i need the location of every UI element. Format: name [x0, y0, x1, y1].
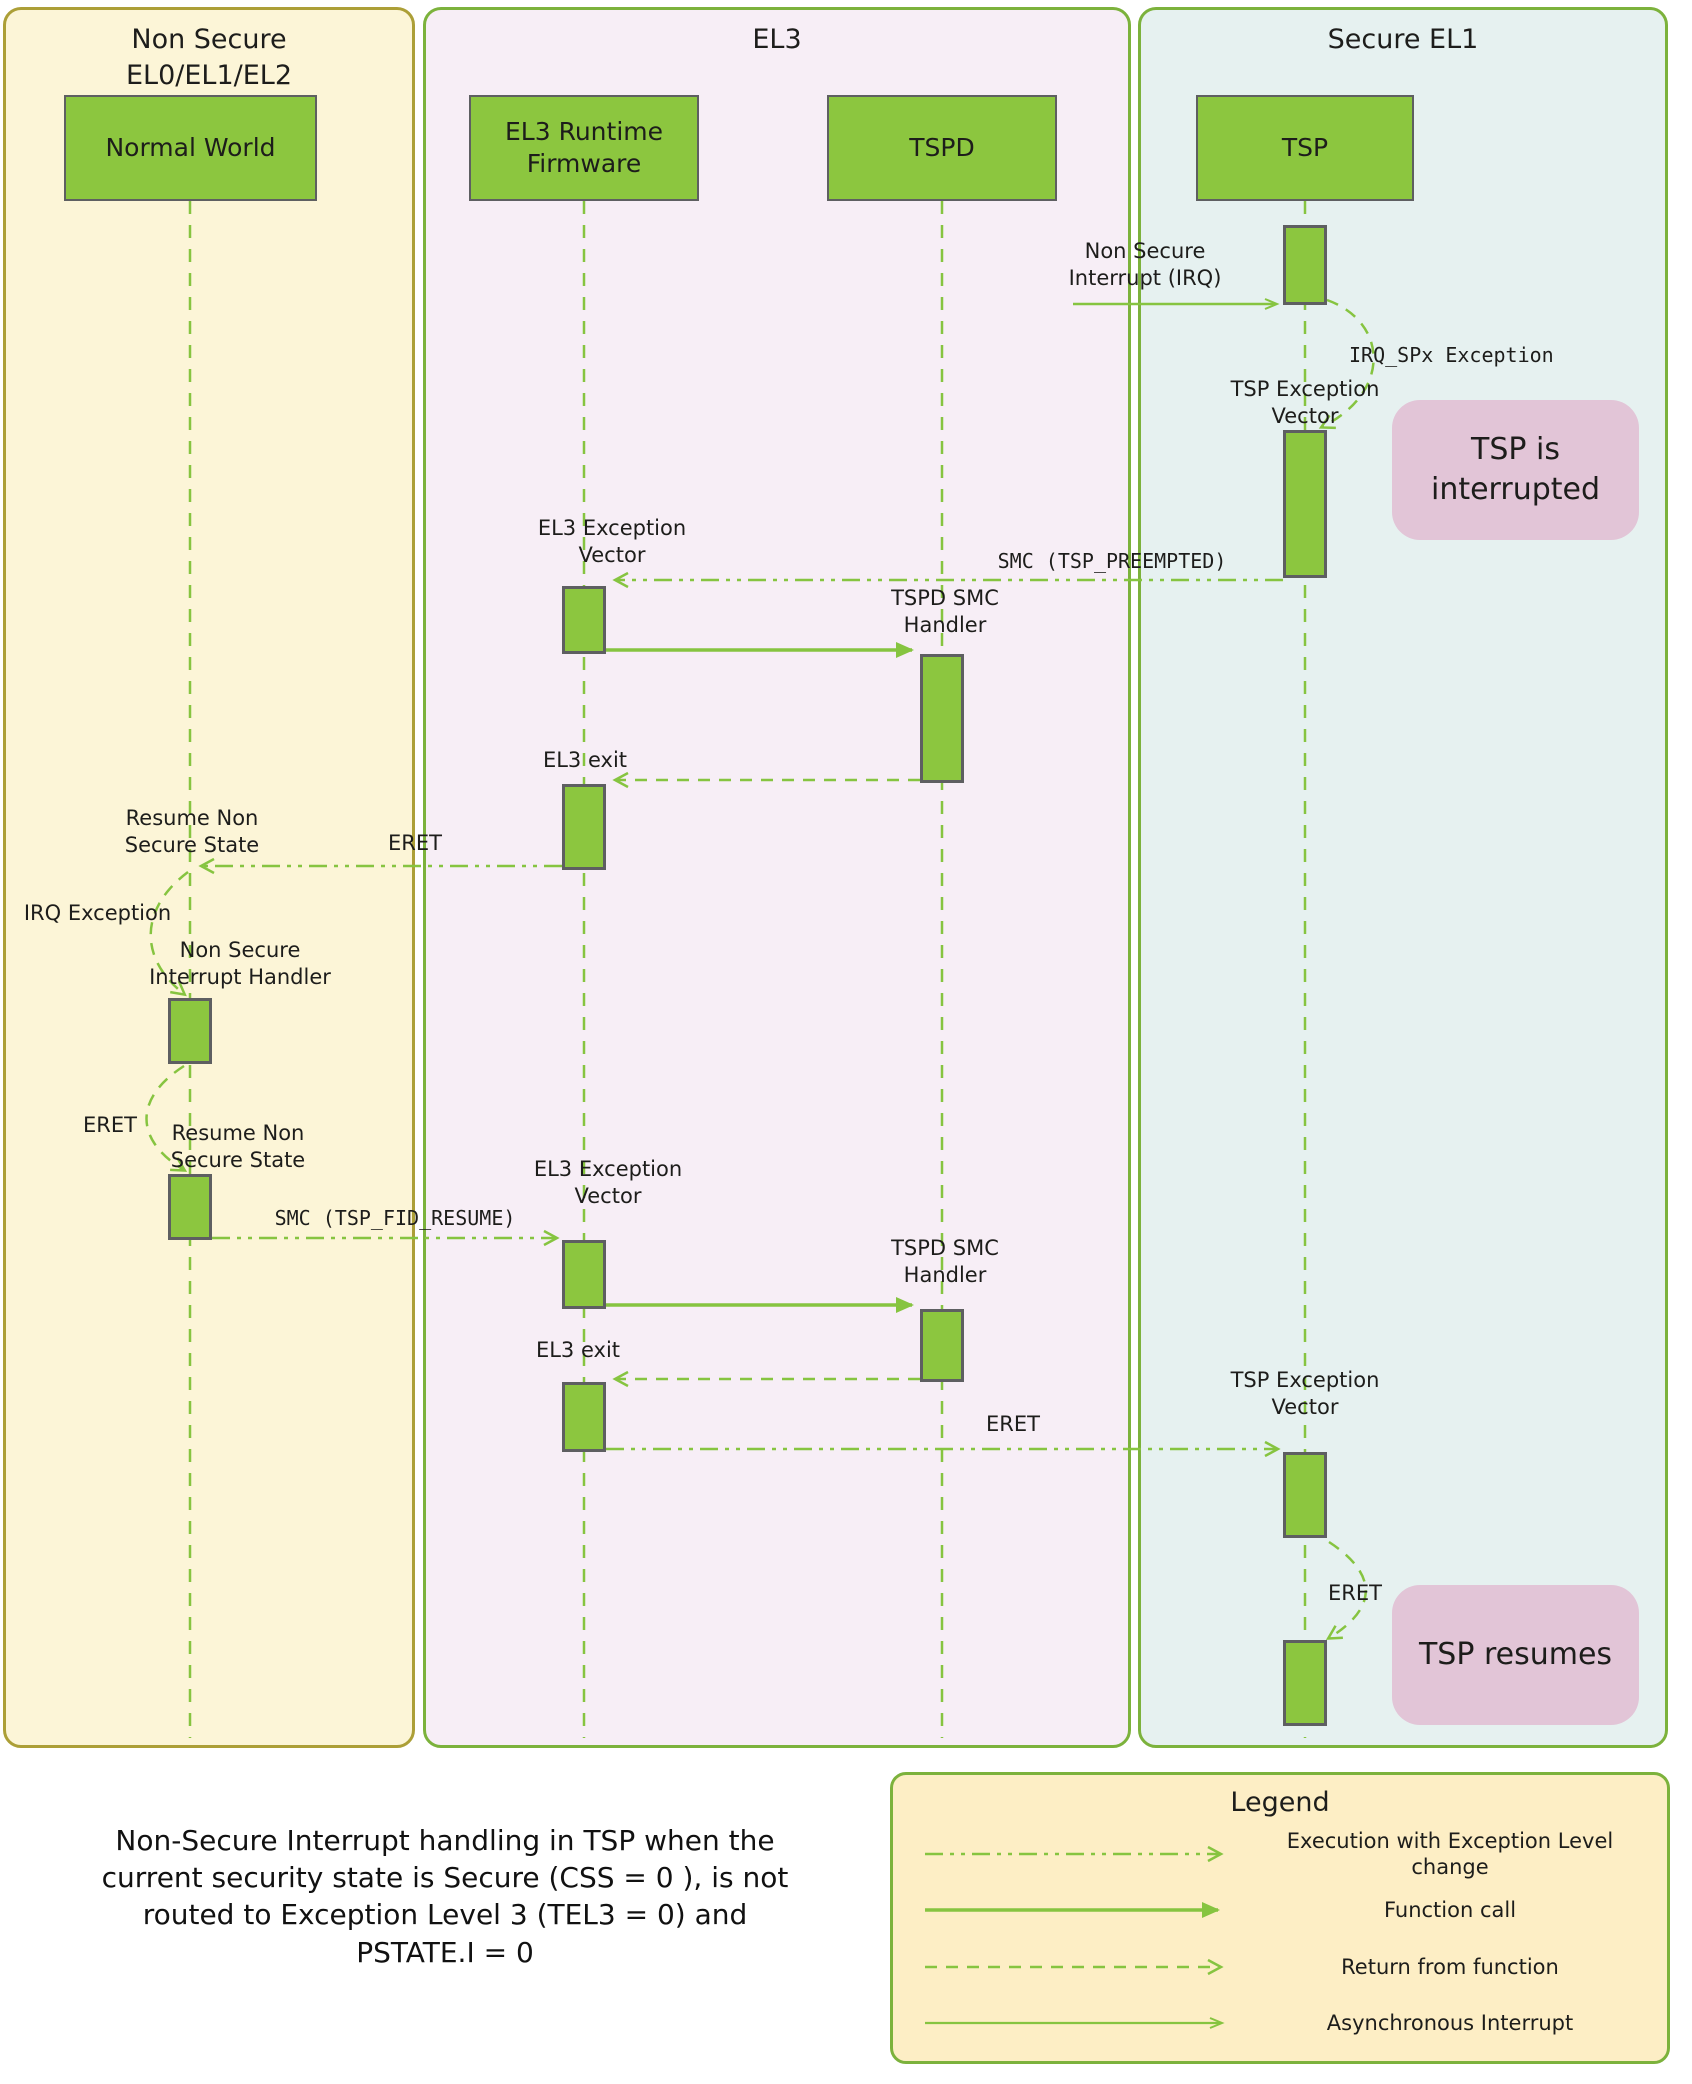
participant-tspd: TSPD	[827, 95, 1057, 201]
activation-tsp-exception-vector-1	[1283, 430, 1327, 578]
activation-tspd-smc-handler-2	[920, 1309, 964, 1382]
annotation-tsp-is-interrupted: TSP is interrupted	[1392, 400, 1639, 540]
label-tspd-smc-handler-1: TSPD SMC Handler	[891, 586, 999, 638]
thin-arrow-icon	[925, 2016, 1225, 2029]
label-tspd-smc-handler-2: TSPD SMC Handler	[891, 1236, 999, 1288]
lane-secure-el1-title: Secure EL1	[1327, 24, 1479, 55]
label-el3-exit-1: EL3 exit	[542, 748, 628, 772]
label-irq-exception: IRQ Exception	[23, 901, 172, 925]
diagram-caption: Non-Secure Interrupt handling in TSP whe…	[101, 1824, 789, 1969]
dashed-arrow-icon	[925, 1958, 1224, 1975]
participant-tsp: TSP	[1196, 95, 1414, 201]
activation-tspd-smc-handler-1	[920, 654, 964, 783]
legend-sample-asynchronous-interrupt	[915, 2006, 1255, 2040]
label-eret-2: ERET	[83, 1113, 137, 1137]
legend-label-exception-level-change: Execution with Exception Level change	[1286, 1828, 1614, 1880]
activation-el3-exit-2	[562, 1382, 606, 1452]
activation-resume-non-secure-state	[168, 1174, 212, 1240]
label-non-secure-interrupt-handler: Non Secure Interrupt Handler	[149, 938, 331, 990]
legend-title: Legend	[1230, 1787, 1330, 1818]
legend-row-return-from-function: Return from function	[915, 1939, 1645, 1995]
label-el3-exception-vector-1: EL3 Exception Vector	[537, 516, 687, 568]
arrow-eret-self-normal-world	[145, 1064, 188, 1172]
label-smc-tsp-fid-resume: SMC (TSP_FID_RESUME)	[274, 1206, 516, 1230]
label-el3-exception-vector-2: EL3 Exception Vector	[533, 1157, 683, 1209]
activation-el3-exception-vector-1	[562, 586, 606, 654]
participant-el3-runtime-firmware: EL3 Runtime Firmware	[469, 95, 699, 201]
legend-row-exception-level-change: Execution with Exception Level change	[915, 1826, 1645, 1882]
label-smc-tsp-preempted: SMC (TSP_PREEMPTED)	[997, 549, 1227, 573]
legend-row-function-call: Function call	[915, 1882, 1645, 1938]
lane-el3: EL3	[423, 7, 1131, 1748]
arrow-irq-exception	[149, 871, 189, 997]
label-el3-exit-2: EL3 exit	[535, 1338, 621, 1362]
arrow-irq-spx-exception	[1318, 298, 1375, 430]
label-non-secure-interrupt: Non Secure Interrupt (IRQ)	[1068, 239, 1222, 291]
label-tsp-exception-vector-2: TSP Exception Vector	[1230, 1368, 1380, 1420]
annotation-tsp-resumes: TSP resumes	[1392, 1585, 1639, 1725]
activation-el3-exception-vector-2	[562, 1240, 606, 1309]
label-eret-1: ERET	[388, 831, 442, 855]
arrow-eret-self-tsp	[1325, 1540, 1367, 1640]
label-resume-non-secure-2: Resume Non Secure State	[170, 1121, 306, 1173]
lane-non-secure: Non Secure EL0/EL1/EL2	[3, 7, 415, 1748]
activation-tsp-1	[1283, 225, 1327, 305]
legend-sample-exception-level-change	[915, 1837, 1255, 1871]
label-resume-non-secure-1: Resume Non Secure State	[124, 806, 260, 858]
activation-non-secure-interrupt-handler	[168, 998, 212, 1064]
label-tsp-exception-vector-1: TSP Exception Vector	[1230, 377, 1380, 429]
activation-tsp-resume	[1283, 1640, 1327, 1726]
dash-dot-arrow-icon	[925, 1846, 1224, 1863]
label-eret-4: ERET	[1328, 1581, 1382, 1605]
legend-box: Legend Execution with Exception Level ch…	[890, 1772, 1670, 2064]
legend-label-return-from-function: Return from function	[1341, 1954, 1559, 1979]
activation-el3-exit-1	[562, 784, 606, 870]
participant-normal-world: Normal World	[64, 95, 317, 201]
legend-sample-return-from-function	[915, 1950, 1255, 1984]
legend-label-function-call: Function call	[1383, 1898, 1517, 1923]
legend-sample-function-call	[915, 1893, 1255, 1927]
solid-filled-arrow-icon	[925, 1902, 1220, 1919]
activation-tsp-exception-vector-2	[1283, 1452, 1327, 1538]
lane-el3-title: EL3	[752, 24, 802, 55]
legend-label-asynchronous-interrupt: Asynchronous Interrupt	[1326, 2010, 1574, 2035]
label-eret-3: ERET	[986, 1412, 1040, 1436]
legend-row-asynchronous-interrupt: Asynchronous Interrupt	[915, 1995, 1645, 2051]
lane-secure-el1: Secure EL1	[1138, 7, 1668, 1748]
label-irq-spx-exception: IRQ_SPx Exception	[1349, 343, 1554, 367]
lane-non-secure-title: Non Secure EL0/EL1/EL2	[125, 24, 293, 92]
